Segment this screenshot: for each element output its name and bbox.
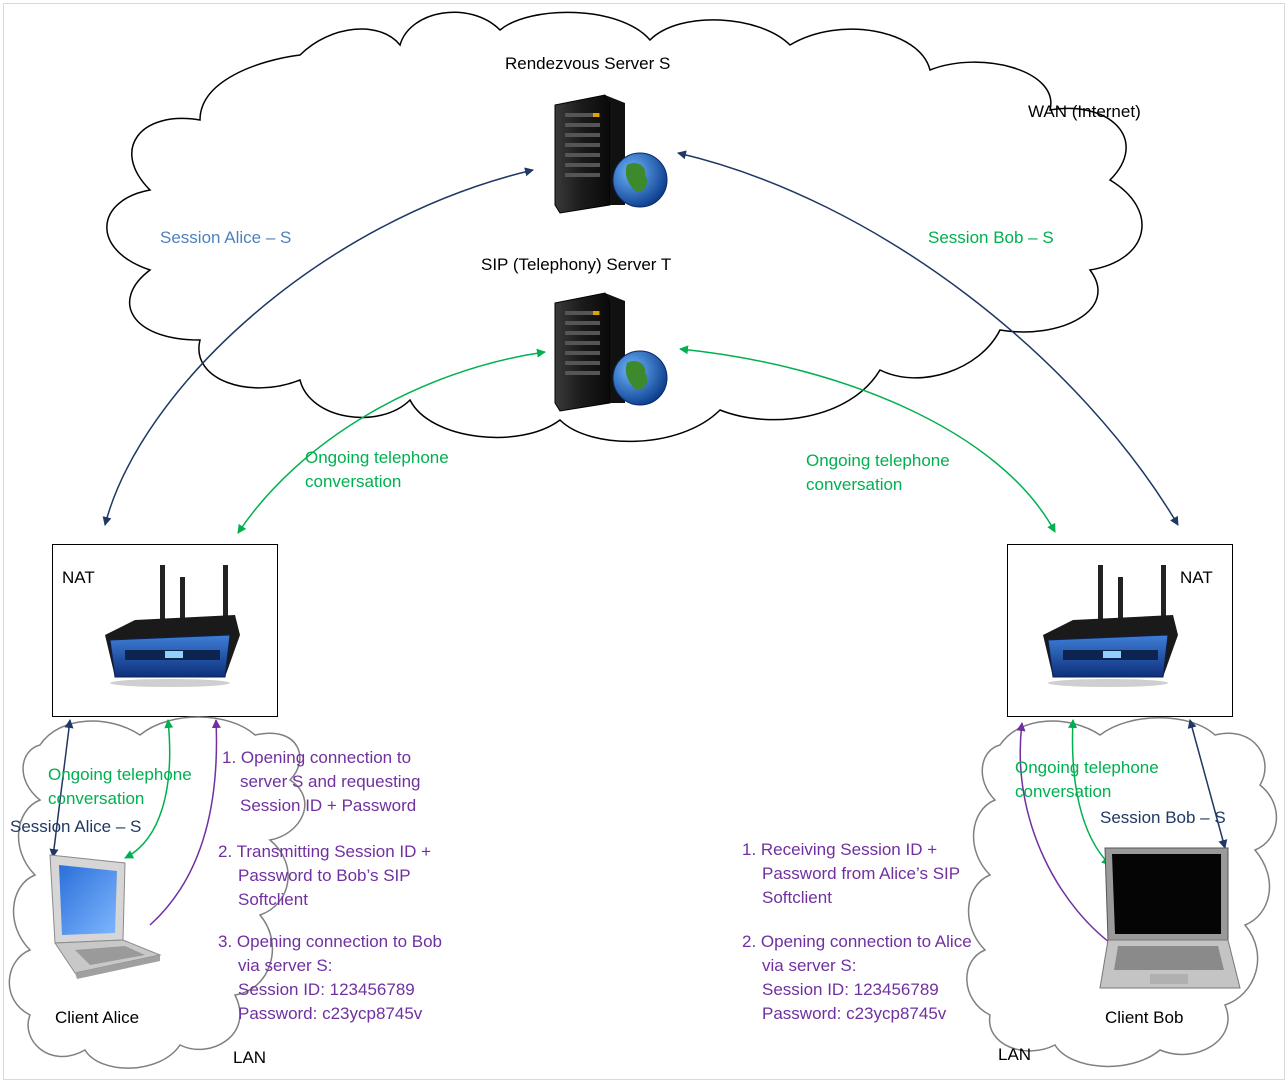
arrow-conversation-wan-right [679, 345, 1056, 533]
session-alice-lan-label: Session Alice – S [10, 817, 142, 836]
conversation-lan-right-label: Ongoing telephone conversation [1015, 758, 1159, 801]
arrow-conversation-lan-left [124, 719, 174, 859]
nat-router-icon-right [1043, 565, 1178, 687]
lan-right-label: LAN [998, 1045, 1032, 1064]
sip-server-icon [554, 292, 668, 412]
bob-step-1: 1. Receiving Session ID + Password from … [742, 840, 961, 907]
session-bob-lan-label: Session Bob – S [1100, 808, 1226, 827]
nat-left-label: NAT [62, 568, 95, 587]
lan-left-label: LAN [233, 1048, 267, 1067]
client-alice-label: Client Alice [55, 1008, 140, 1027]
conversation-wan-right-label: Ongoing telephone conversation [806, 451, 950, 494]
arrow-session-alice-wan [102, 167, 534, 526]
arrow-session-bob-lan [1187, 719, 1228, 849]
alice-step-1: 1. Opening connection to server S and re… [222, 748, 421, 815]
arrow-opening-connection-bob [1016, 722, 1121, 951]
sip-server-label: SIP (Telephony) Server T [481, 255, 672, 274]
alice-step-2: 2. Transmitting Session ID + Password to… [218, 842, 432, 909]
bob-step-2: 2. Opening connection to Alice via serve… [742, 932, 972, 1023]
client-bob-label: Client Bob [1105, 1008, 1184, 1027]
rendezvous-server-icon [554, 94, 668, 214]
conversation-wan-left-label: Ongoing telephone conversation [305, 448, 449, 491]
laptop-icon-bob [1099, 847, 1241, 989]
conversation-lan-left-label: Ongoing telephone conversation [48, 765, 192, 808]
session-alice-wan-label: Session Alice – S [160, 228, 292, 247]
arrow-conversation-lan-right [1068, 719, 1111, 866]
wan-label: WAN (Internet) [1028, 102, 1141, 121]
laptop-icon-alice [49, 854, 162, 979]
arrow-session-bob-wan [677, 150, 1179, 526]
rendezvous-server-label: Rendezvous Server S [505, 54, 671, 73]
session-bob-wan-label: Session Bob – S [928, 228, 1054, 247]
arrow-session-alice-lan [49, 719, 74, 858]
arrow-conversation-wan-left [237, 348, 546, 534]
alice-step-3: 3. Opening connection to Bob via server … [218, 932, 442, 1023]
nat-router-icon-left [105, 565, 240, 687]
arrow-opening-connection-alice [149, 719, 221, 926]
lan-cloud-left [8, 716, 306, 1069]
nat-right-label: NAT [1180, 568, 1213, 587]
diagram-frame [3, 3, 1285, 1080]
